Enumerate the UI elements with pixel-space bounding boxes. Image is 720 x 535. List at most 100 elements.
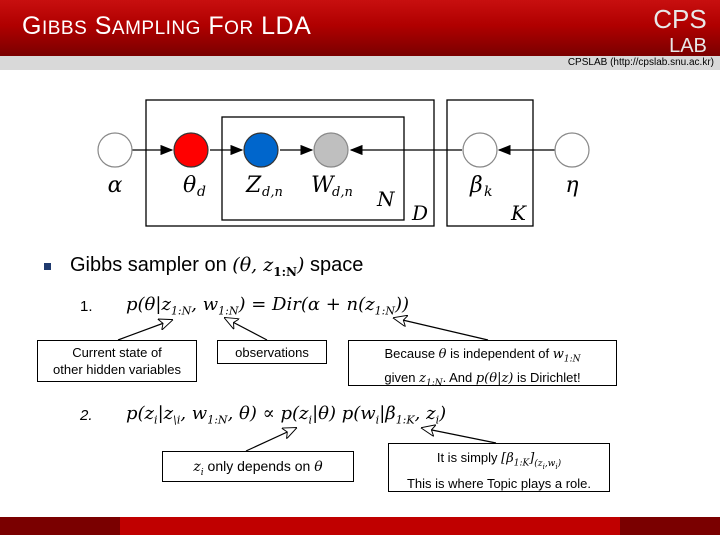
logo-bottom-text: LAB bbox=[669, 35, 707, 54]
eq1-part-4: )) bbox=[394, 294, 410, 315]
callout-simply-math-a: [β bbox=[501, 451, 514, 466]
bullet-math: (θ, z bbox=[232, 254, 274, 276]
node-z bbox=[243, 132, 279, 168]
eq1-part-1: p(θ|z bbox=[126, 294, 171, 315]
bullet-prefix: Gibbs sampler on bbox=[70, 254, 233, 276]
callout-depends-text-b: only depends on bbox=[203, 458, 315, 474]
node-alpha bbox=[97, 132, 133, 168]
credit-text: CPSLAB (http://cpslab.snu.ac.kr) bbox=[567, 57, 714, 68]
callout-because-math-a: θ bbox=[438, 347, 447, 362]
arrow-simply bbox=[422, 428, 497, 444]
bullet-text: Gibbs sampler on (θ, z1:N) space bbox=[70, 254, 363, 279]
bullet-math-close: ) bbox=[297, 254, 305, 276]
callout-simply-text-a: It is simply bbox=[436, 450, 502, 465]
eq2-sub-5: i bbox=[375, 413, 380, 427]
eq2-sub-6: 1:K bbox=[395, 413, 415, 427]
header-bar bbox=[0, 0, 720, 56]
callout-depends: zi only depends on θ bbox=[162, 451, 354, 482]
node-w bbox=[313, 132, 349, 168]
plate-n bbox=[221, 116, 405, 221]
eq2-sub-1: i bbox=[154, 413, 158, 427]
label-eta: η bbox=[565, 173, 578, 198]
eq1-sub-3: 1:N bbox=[374, 304, 395, 318]
callout-because-sub-c: 1:N bbox=[425, 378, 443, 389]
callout-depends-line1: zi only depends on θ bbox=[163, 458, 353, 482]
eq1-part-3: ) = Dir(α + n(z bbox=[238, 294, 375, 315]
callout-because-sub-b: 1:N bbox=[563, 354, 581, 365]
callout-simply-math-close: ] bbox=[529, 451, 535, 466]
label-theta: θ bbox=[183, 173, 196, 198]
eq2-sub-2: \i bbox=[173, 413, 181, 427]
lda-plate-diagram: α θ d Z d,n W d,n β k η N D K bbox=[97, 99, 590, 227]
label-alpha: α bbox=[108, 173, 123, 198]
plate-k bbox=[446, 99, 534, 227]
callout-because-text-b: is independent of bbox=[446, 346, 553, 361]
callout-because-math-c: z bbox=[419, 370, 426, 386]
eq2-formula: p(zi|z\i, w1:N, θ) ∝ p(zi|θ) p(wi|β1:K, … bbox=[126, 403, 446, 427]
eq2-number: 2. bbox=[80, 407, 93, 424]
title-text: GIBBS SAMPLING FOR LDA bbox=[22, 12, 312, 40]
callout-simply-line1: It is simply [β1:K](zi,wi) bbox=[389, 449, 609, 475]
arrow-because bbox=[394, 318, 489, 341]
plate-label-n: N bbox=[376, 187, 396, 211]
arrow-hidden bbox=[117, 320, 172, 341]
callout-depends-math-b: θ bbox=[314, 459, 323, 475]
plate-label-k: K bbox=[510, 201, 527, 225]
cpslab-logo: CPS LAB bbox=[653, 4, 707, 54]
callout-because-math-d: p(θ|z) bbox=[475, 370, 514, 386]
callout-because-math-b: w bbox=[552, 347, 564, 362]
slide-title: GIBBS SAMPLING FOR LDA bbox=[22, 12, 311, 41]
callout-because-text-d: . And bbox=[442, 369, 476, 385]
eq2-sub-3: 1:N bbox=[207, 413, 228, 427]
callout-because-text-e: is Dirichlet! bbox=[513, 369, 581, 385]
eq1-sub-2: 1:N bbox=[218, 304, 239, 318]
callout-simply-sub-a: 1:K bbox=[513, 458, 530, 469]
callout-hidden-line1: Current state of bbox=[72, 345, 162, 360]
callout-depends-sub-a: i bbox=[200, 467, 204, 478]
label-beta-sub: k bbox=[484, 184, 492, 200]
label-w-sub: d,n bbox=[332, 185, 353, 200]
callout-because-text-c: given bbox=[384, 369, 420, 385]
eq2-part-6: |β bbox=[379, 403, 396, 424]
callout-because-line2: given z1:N. And p(θ|z) is Dirichlet! bbox=[349, 369, 616, 393]
eq2-part-2: |z bbox=[157, 403, 174, 424]
label-z: Z bbox=[245, 173, 262, 198]
callout-simply-sub2-b: ,w bbox=[544, 458, 556, 469]
eq2-part-1: p(z bbox=[126, 403, 155, 424]
eq1-number: 1. bbox=[80, 298, 93, 315]
callout-simply-sub2-c: ) bbox=[557, 458, 562, 469]
callout-because-line1: Because θ is independent of w1:N bbox=[349, 345, 616, 369]
eq2-part-3: , w bbox=[180, 403, 208, 424]
callout-simply-sub2: (zi,wi) bbox=[534, 458, 562, 471]
eq2-part-4: , θ) ∝ p(z bbox=[227, 403, 309, 424]
subheader-bar bbox=[0, 56, 720, 70]
callout-because-text-a: Because bbox=[384, 346, 439, 361]
callout-simply-sub2-a: (z bbox=[534, 458, 543, 469]
label-beta: β bbox=[469, 173, 483, 198]
label-w: W bbox=[311, 173, 336, 198]
eq2-sub-7: i bbox=[435, 413, 440, 427]
eq2-part-5: |θ) p(w bbox=[312, 403, 376, 424]
bullet-suffix: space bbox=[304, 254, 364, 276]
callout-hidden-variables: Current state of other hidden variables bbox=[37, 340, 197, 382]
footer-accent bbox=[120, 517, 620, 535]
eq1-part-2: , w bbox=[191, 294, 219, 315]
label-z-sub: d,n bbox=[262, 185, 283, 200]
node-eta bbox=[554, 132, 590, 168]
callout-simply-sub2-bi: i bbox=[555, 462, 558, 471]
label-theta-sub: d bbox=[197, 184, 206, 200]
callout-simply: It is simply [β1:K](zi,wi) This is where… bbox=[388, 443, 610, 492]
arrow-observations bbox=[225, 318, 268, 341]
callout-simply-sub2-ai: i bbox=[542, 462, 545, 471]
callout-observations: observations bbox=[217, 340, 327, 364]
callout-because: Because θ is independent of w1:N given z… bbox=[348, 340, 617, 388]
eq2-part-7: , z bbox=[414, 403, 436, 424]
eq1-formula: p(θ|z1:N, w1:N) = Dir(α + n(z1:N)) bbox=[126, 294, 409, 318]
eq1-sub-1: 1:N bbox=[170, 304, 192, 318]
bullet-square-icon bbox=[44, 263, 51, 270]
callout-depends-math-a: z bbox=[193, 459, 201, 475]
callout-simply-line2: This is where Topic plays a role. bbox=[406, 476, 591, 492]
bullet-math-sub: 1:N bbox=[273, 265, 297, 279]
logo-top-text: CPS bbox=[653, 4, 706, 34]
eq2-sub-4: i bbox=[308, 413, 313, 427]
